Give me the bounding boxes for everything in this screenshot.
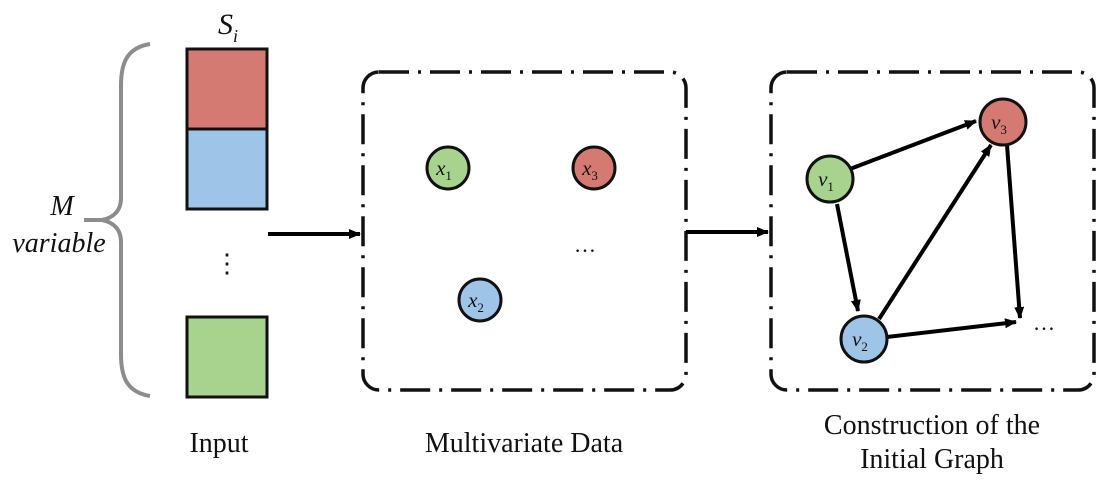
node-v3-circle	[978, 97, 1028, 147]
graph-frame	[769, 70, 1096, 392]
variable-box-red	[185, 47, 269, 131]
multivariate-frame	[361, 70, 688, 392]
m-label: M	[49, 191, 75, 222]
node-x2-circle	[457, 277, 503, 323]
graph-caption-line1: Construction of the	[824, 410, 1040, 441]
variable-label: variable	[12, 228, 105, 259]
multivariate-section: x1 x3 x2 … Multivariate Data	[361, 70, 688, 459]
node-v2: v2	[839, 314, 889, 364]
node-x1-circle	[425, 145, 471, 191]
edge-v1-v3	[849, 119, 977, 171]
edge-v2-out	[886, 318, 1017, 339]
node-x1: x1	[425, 145, 471, 191]
si-label: Si	[218, 8, 238, 46]
node-x1-label: x1	[435, 156, 452, 183]
si-label-sub: i	[233, 26, 238, 46]
node-x3: x3	[571, 145, 617, 191]
node-x3-label: x3	[581, 156, 598, 183]
variable-box-green	[185, 315, 269, 399]
edge-v2-v3	[877, 143, 993, 321]
edge-v1-v2	[835, 203, 861, 312]
node-v1-label: v1	[818, 167, 834, 194]
data-ellipsis: …	[574, 232, 596, 257]
si-label-base: S	[218, 8, 233, 41]
graph-section: v1 v3 v2 … Construction of the Initial G…	[769, 70, 1096, 475]
vertical-ellipsis: ⋮	[214, 249, 240, 278]
input-section: Si ⋮ M variable Input	[12, 8, 269, 459]
node-x3-circle	[571, 145, 617, 191]
node-v1: v1	[805, 154, 855, 204]
input-caption: Input	[189, 428, 248, 459]
node-v3: v3	[978, 97, 1028, 147]
variable-box-blue	[185, 127, 269, 211]
node-v2-label: v2	[852, 327, 868, 354]
node-v2-circle	[839, 314, 889, 364]
curly-brace	[101, 42, 151, 398]
node-v3-label: v3	[991, 110, 1007, 137]
graph-caption-line2: Initial Graph	[860, 444, 1004, 475]
graph-ellipsis: …	[1033, 310, 1055, 335]
node-x2: x2	[457, 277, 503, 323]
edge-v3-out	[1005, 144, 1025, 319]
node-x2-label: x2	[467, 288, 484, 315]
node-v1-circle	[805, 154, 855, 204]
multivariate-caption: Multivariate Data	[425, 428, 624, 459]
